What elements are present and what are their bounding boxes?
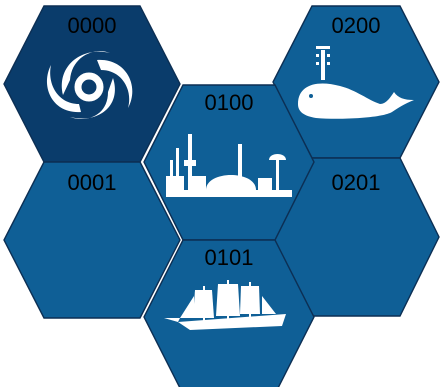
hex-tile-0100[interactable]: 0100: [143, 84, 315, 241]
hex-tile-0200[interactable]: 0200: [272, 5, 440, 159]
hex-label-0200: 0200: [332, 13, 381, 38]
sailing-ship-icon: [164, 280, 286, 330]
hex-tile-0101[interactable]: 0101: [143, 239, 315, 387]
hex-tile-0001[interactable]: 0001: [3, 161, 181, 319]
hex-tile-0000[interactable]: 0000: [3, 5, 181, 163]
hex-0001[interactable]: [3, 161, 181, 319]
hex-label-0201: 0201: [332, 170, 381, 195]
hex-label-0100: 0100: [205, 90, 254, 115]
hex-tile-0201[interactable]: 0201: [272, 157, 440, 317]
spiral-galaxy-icon: [46, 51, 133, 120]
whale-icon: [298, 46, 414, 119]
city-skyline-icon: [166, 134, 292, 197]
hex-label-0101: 0101: [205, 245, 254, 270]
hex-label-0000: 0000: [68, 13, 117, 38]
hex-label-0001: 0001: [68, 170, 117, 195]
